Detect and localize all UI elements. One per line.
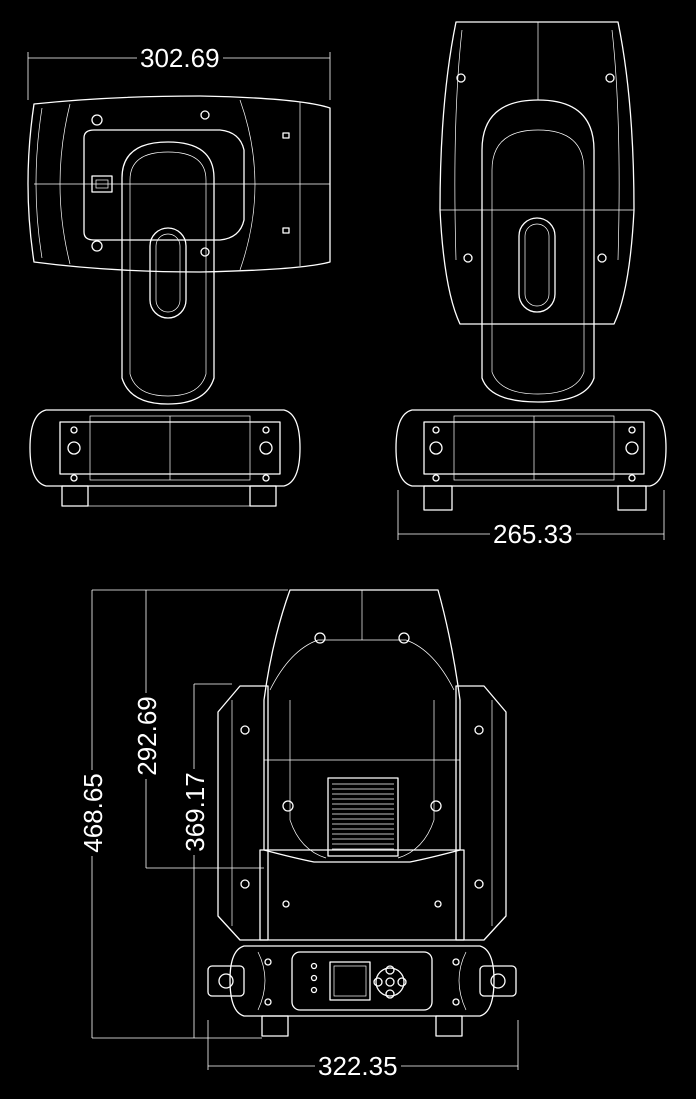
back-left-handle <box>207 965 245 997</box>
back-head-body <box>263 589 461 863</box>
side-handle <box>91 175 113 193</box>
front-view <box>395 21 667 540</box>
side-width-label: 302.69 <box>137 44 223 72</box>
side-view <box>27 52 331 507</box>
total-height-label: 468.65 <box>78 770 108 856</box>
base-height-label: 369.17 <box>180 769 210 855</box>
head-height-label: 292.69 <box>132 693 162 779</box>
back-base <box>229 945 495 1017</box>
back-right-handle <box>479 965 517 997</box>
back-view <box>91 589 519 1070</box>
front-width-label: 265.33 <box>490 520 576 548</box>
control-buttons <box>373 965 407 999</box>
back-vent-grille <box>327 777 399 857</box>
side-head-body <box>27 95 331 273</box>
front-yoke-slot <box>518 217 556 313</box>
front-head-body <box>439 21 635 325</box>
control-panel <box>291 951 433 1011</box>
back-width-label: 322.35 <box>315 1052 401 1080</box>
side-yoke-arm <box>121 141 215 405</box>
side-yoke-slot <box>149 227 187 319</box>
front-yoke <box>481 99 595 403</box>
side-base <box>29 409 301 487</box>
display-screen <box>329 961 371 1001</box>
side-pan-plate <box>83 129 245 241</box>
front-base <box>395 409 667 487</box>
